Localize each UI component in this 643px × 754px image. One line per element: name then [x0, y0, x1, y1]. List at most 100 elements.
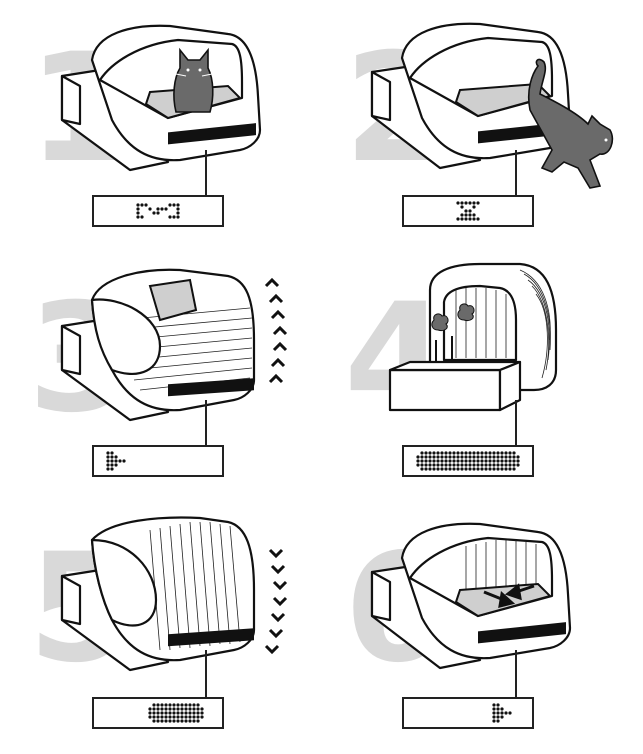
display-dot — [196, 707, 200, 711]
display-dot — [516, 459, 520, 463]
display-dot — [416, 455, 420, 459]
display-dot — [180, 711, 184, 715]
display-dot — [188, 711, 192, 715]
display-dot — [508, 467, 512, 471]
display-dot — [428, 463, 432, 467]
display-dot — [464, 459, 468, 463]
display-dot — [444, 451, 448, 455]
display-dot — [440, 467, 444, 471]
display-dot — [172, 715, 176, 719]
display-dot — [184, 703, 188, 707]
display-dot — [484, 467, 488, 471]
display-dot — [160, 703, 164, 707]
dot-matrix-display-icon — [106, 451, 126, 471]
display-dot — [200, 715, 204, 719]
step-5-illustration: 5 — [28, 516, 288, 696]
display-dot — [188, 707, 192, 711]
control-panel — [478, 622, 566, 644]
display-dot — [456, 467, 460, 471]
display-dot — [152, 715, 156, 719]
display-dot — [176, 711, 180, 715]
display-dot — [160, 711, 164, 715]
display-dot — [152, 711, 156, 715]
display-dot — [444, 455, 448, 459]
display-panel — [92, 445, 224, 477]
display-dot — [456, 451, 460, 455]
display-dot — [440, 451, 444, 455]
display-dot — [156, 719, 160, 723]
control-panel — [168, 123, 256, 145]
display-dot — [444, 459, 448, 463]
display-dot — [420, 467, 424, 471]
display-dot — [472, 451, 476, 455]
display-dot — [508, 455, 512, 459]
display-dot — [172, 719, 176, 723]
display-dot — [496, 463, 500, 467]
display-dot — [176, 707, 180, 711]
leader-line — [515, 650, 517, 697]
display-dot — [492, 463, 496, 467]
display-dot — [472, 463, 476, 467]
display-dot — [152, 707, 156, 711]
step-2-illustration: 2 — [344, 22, 614, 196]
display-dot — [432, 463, 436, 467]
display-panel — [402, 195, 534, 227]
display-dot — [148, 715, 152, 719]
leader-line — [515, 150, 517, 195]
display-dot — [172, 707, 176, 711]
display-dot — [496, 455, 500, 459]
display-dot — [444, 463, 448, 467]
display-dot — [196, 711, 200, 715]
display-dot — [164, 703, 168, 707]
display-dot — [468, 455, 472, 459]
display-dot — [496, 459, 500, 463]
display-dot — [188, 719, 192, 723]
display-dot — [440, 455, 444, 459]
display-dot — [428, 455, 432, 459]
display-dot — [484, 459, 488, 463]
display-dot — [432, 467, 436, 471]
display-dot — [200, 711, 204, 715]
display-panel — [402, 697, 534, 729]
display-dot — [496, 451, 500, 455]
display-dot — [488, 463, 492, 467]
display-dot — [420, 451, 424, 455]
display-dot — [156, 711, 160, 715]
display-dot — [436, 467, 440, 471]
display-dot — [504, 463, 508, 467]
display-panel — [92, 697, 224, 729]
display-dot — [480, 455, 484, 459]
display-dot — [184, 711, 188, 715]
display-dot — [508, 451, 512, 455]
display-dot — [436, 463, 440, 467]
display-dot — [168, 719, 172, 723]
display-dot — [152, 719, 156, 723]
display-dot — [476, 455, 480, 459]
display-dot — [428, 459, 432, 463]
step-2: 2 — [320, 0, 640, 250]
display-dot — [480, 463, 484, 467]
display-dot — [440, 463, 444, 467]
display-dot — [480, 459, 484, 463]
display-dot — [192, 703, 196, 707]
display-dot — [488, 455, 492, 459]
litter-bed — [454, 82, 552, 118]
display-dot — [468, 467, 472, 471]
display-dot — [192, 711, 196, 715]
display-dot — [508, 459, 512, 463]
step-1-illustration: 1 — [28, 22, 262, 196]
display-dot — [176, 719, 180, 723]
step-3: 3 — [0, 250, 320, 500]
display-dot — [168, 703, 172, 707]
display-dot — [448, 455, 452, 459]
display-dot — [444, 467, 448, 471]
display-dot — [420, 455, 424, 459]
display-dot — [192, 715, 196, 719]
display-dot — [436, 451, 440, 455]
step-3-illustration: 3 — [28, 268, 288, 446]
step-5: 5 — [0, 500, 320, 750]
display-dot — [180, 707, 184, 711]
display-dot — [516, 463, 520, 467]
display-dot — [512, 455, 516, 459]
display-dot — [452, 463, 456, 467]
